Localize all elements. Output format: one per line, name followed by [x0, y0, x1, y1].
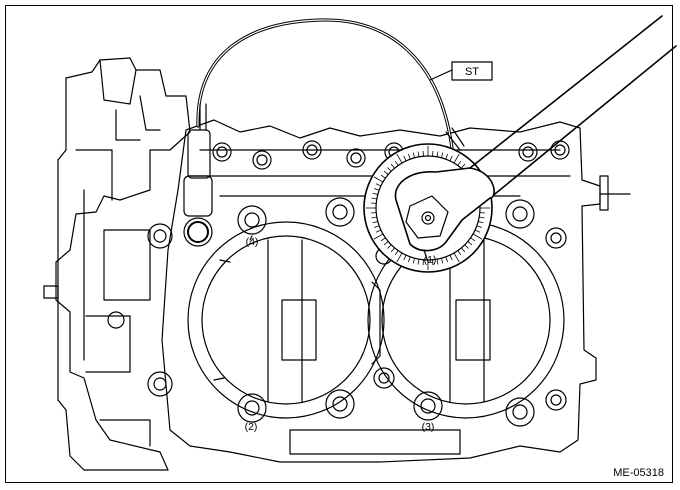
- dial-tick: [477, 221, 484, 224]
- dial-tick: [375, 229, 382, 233]
- torque-wrench: [394, 15, 677, 252]
- dial-tick: [417, 258, 420, 265]
- dial-tick: [374, 188, 380, 191]
- dial-tick: [372, 221, 379, 224]
- dial-tick: [449, 254, 453, 261]
- dial-tick: [371, 197, 378, 200]
- dial-tick: [383, 241, 389, 246]
- dial-tick: [472, 233, 483, 240]
- dial-tick: [441, 152, 444, 159]
- st-label: ST: [465, 66, 479, 78]
- dial-tick: [478, 216, 485, 219]
- dial-tick: [394, 160, 399, 166]
- dial-tick: [396, 252, 403, 263]
- dial-tick: [445, 256, 448, 262]
- dial-tick: [464, 244, 469, 249]
- dial-tick: [445, 154, 448, 160]
- dial-tick: [380, 174, 386, 179]
- callout-1: (1): [424, 254, 437, 266]
- dial-tick: [374, 225, 380, 228]
- dial-tick: [417, 151, 420, 158]
- dial-tick: [375, 183, 382, 187]
- dial-tick: [461, 247, 466, 253]
- st-label-box: [451, 61, 493, 81]
- dial-tick: [387, 244, 392, 249]
- dial-tick: [453, 153, 460, 164]
- leader-4: [249, 235, 253, 241]
- frame-border: [5, 5, 673, 483]
- dial-tick: [461, 163, 466, 169]
- dial-tick: [372, 192, 379, 195]
- dial-tick: [412, 152, 415, 159]
- callout-3: (3): [422, 421, 435, 433]
- dial-tick: [408, 154, 411, 160]
- dial-tick: [371, 216, 378, 219]
- dial-tick: [441, 257, 444, 264]
- dial-tick: [394, 250, 399, 256]
- dial-tick: [457, 160, 462, 166]
- dial-tick: [390, 163, 395, 169]
- dial-tick: [436, 151, 439, 158]
- dial-tick: [412, 257, 415, 264]
- dial-tick: [470, 237, 476, 242]
- dial-tick: [387, 167, 392, 172]
- dial-tick: [373, 176, 384, 183]
- dial-tick: [383, 170, 389, 175]
- dial-tick: [380, 237, 386, 242]
- head-bolt-bosses: [147, 197, 567, 427]
- leader-1: [423, 249, 429, 263]
- st-leader-line: [429, 69, 453, 81]
- dial-tick: [373, 233, 384, 240]
- dial-tick: [476, 225, 482, 228]
- dial-tick: [449, 155, 453, 162]
- dial-tick: [436, 258, 439, 265]
- callout-4: (4): [246, 236, 259, 248]
- cylinder-bore-left: [187, 221, 385, 419]
- dial-tick: [403, 155, 407, 162]
- dial-tick: [467, 241, 473, 246]
- dial-tick: [403, 254, 407, 261]
- dial-tick: [457, 250, 462, 256]
- bore-web: [371, 281, 381, 365]
- dial-tick: [453, 252, 460, 263]
- dial-tick: [474, 229, 481, 233]
- callout-2: (2): [245, 421, 258, 433]
- figure-code: ME-05318: [613, 467, 664, 479]
- dial-tick: [408, 256, 411, 262]
- side-housing: [43, 57, 191, 471]
- dial-tick: [396, 153, 403, 164]
- dial-tick: [390, 247, 395, 253]
